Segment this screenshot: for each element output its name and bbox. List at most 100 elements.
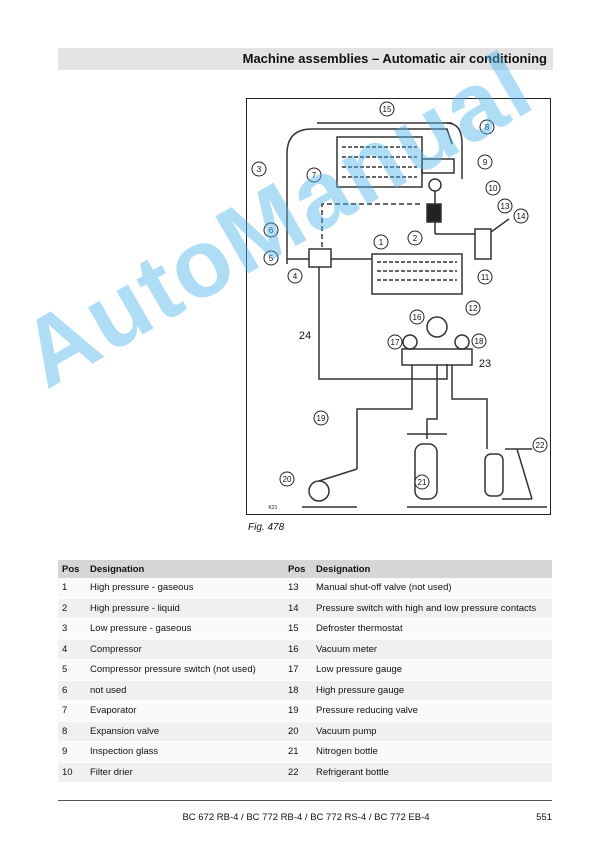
designation-cell: High pressure - gaseous [86, 578, 284, 599]
pos-cell: 20 [284, 721, 312, 742]
svg-text:5: 5 [269, 254, 274, 263]
callout-24: 24 [299, 330, 311, 342]
svg-text:7: 7 [312, 171, 317, 180]
table-header-row: Pos Designation Pos Designation [58, 560, 552, 578]
svg-text:23: 23 [479, 358, 491, 370]
svg-text:1: 1 [379, 238, 384, 247]
svg-text:21: 21 [418, 478, 427, 487]
pos-cell: 8 [58, 721, 86, 742]
callout-20: 20 [279, 471, 295, 487]
pos-cell: 5 [58, 659, 86, 681]
svg-text:14: 14 [517, 212, 526, 221]
svg-text:19: 19 [317, 414, 326, 423]
svg-text:8: 8 [485, 123, 490, 132]
callout-15: 15 [379, 101, 395, 117]
callout-7: 7 [306, 167, 322, 183]
pos-cell: 4 [58, 639, 86, 660]
pos-cell: 15 [284, 618, 312, 640]
callout-2: 2 [407, 230, 423, 246]
svg-text:17: 17 [391, 338, 400, 347]
callout-18: 18 [471, 333, 487, 349]
svg-text:6: 6 [269, 226, 274, 235]
svg-text:10: 10 [489, 184, 498, 193]
designation-cell: Vacuum meter [312, 639, 552, 660]
pos-cell: 14 [284, 598, 312, 619]
pos-cell: 16 [284, 639, 312, 660]
designation-cell: Expansion valve [86, 721, 284, 742]
callout-3: 3 [251, 161, 267, 177]
svg-text:18: 18 [475, 337, 484, 346]
designation-cell: Vacuum pump [312, 721, 552, 742]
svg-text:3: 3 [257, 165, 262, 174]
header-pos-right: Pos [284, 560, 312, 578]
designation-cell: Compressor [86, 639, 284, 660]
designation-cell: Nitrogen bottle [312, 741, 552, 763]
section-title: Machine assemblies – Automatic air condi… [242, 51, 547, 66]
svg-text:20: 20 [283, 475, 292, 484]
callout-1: 1 [373, 234, 389, 250]
callout-6: 6 [263, 222, 279, 238]
header-pos-left: Pos [58, 560, 86, 578]
svg-text:24: 24 [299, 330, 311, 342]
page-number: 551 [536, 812, 552, 823]
pos-cell: 3 [58, 618, 86, 640]
designation-cell: High pressure gauge [312, 680, 552, 701]
callout-16: 16 [409, 309, 425, 325]
pos-cell: 7 [58, 700, 86, 722]
designation-cell: Inspection glass [86, 741, 284, 763]
callout-23: 23 [479, 358, 491, 370]
designation-cell: Low pressure - gaseous [86, 618, 284, 640]
svg-text:13: 13 [501, 202, 510, 211]
designation-cell: Pressure reducing valve [312, 700, 552, 722]
image-code: K21 [269, 505, 278, 511]
callout-11: 11 [477, 269, 493, 285]
ac-circuit-diagram: 15 8 3 7 9 10 13 14 2 6 1 5 4 11 12 16 1… [246, 98, 551, 515]
section-header: Machine assemblies – Automatic air condi… [58, 48, 553, 70]
svg-text:2: 2 [413, 234, 418, 243]
svg-text:11: 11 [481, 273, 490, 282]
designation-cell: Defroster thermostat [312, 618, 552, 640]
pos-cell: 21 [284, 741, 312, 763]
callout-5: 5 [263, 250, 279, 266]
figure-caption: Fig. 478 [248, 522, 285, 533]
callout-19: 19 [313, 410, 329, 426]
designation-cell: Low pressure gauge [312, 659, 552, 681]
designation-cell: Evaporator [86, 700, 284, 722]
designation-cell: Filter drier [86, 762, 284, 783]
pos-cell: 9 [58, 741, 86, 763]
callout-4: 4 [287, 268, 303, 284]
header-designation-right: Designation [312, 560, 552, 578]
pos-cell: 6 [58, 680, 86, 701]
designation-cell: not used [86, 680, 284, 701]
callout-9: 9 [477, 154, 493, 170]
svg-text:9: 9 [483, 158, 488, 167]
callout-13: 13 [497, 198, 513, 214]
designation-cell: Manual shut-off valve (not used) [312, 578, 552, 599]
pos-cell: 22 [284, 762, 312, 783]
designation-cell: High pressure - liquid [86, 598, 284, 619]
callout-10: 10 [485, 180, 501, 196]
callout-17: 17 [387, 334, 403, 350]
callout-8: 8 [479, 119, 495, 135]
svg-text:12: 12 [469, 304, 478, 313]
pos-cell: 1 [58, 578, 86, 599]
designation-cell: Refrigerant bottle [312, 762, 552, 783]
diagram-drawing: 15 8 3 7 9 10 13 14 2 6 1 5 4 11 12 16 1… [251, 101, 548, 511]
footer-models: BC 672 RB-4 / BC 772 RB-4 / BC 772 RS-4 … [182, 812, 430, 823]
pos-cell: 19 [284, 700, 312, 722]
footer-divider [58, 800, 552, 801]
svg-text:22: 22 [536, 441, 545, 450]
pos-cell: 2 [58, 598, 86, 619]
pos-cell: 10 [58, 762, 86, 783]
pos-cell: 18 [284, 680, 312, 701]
